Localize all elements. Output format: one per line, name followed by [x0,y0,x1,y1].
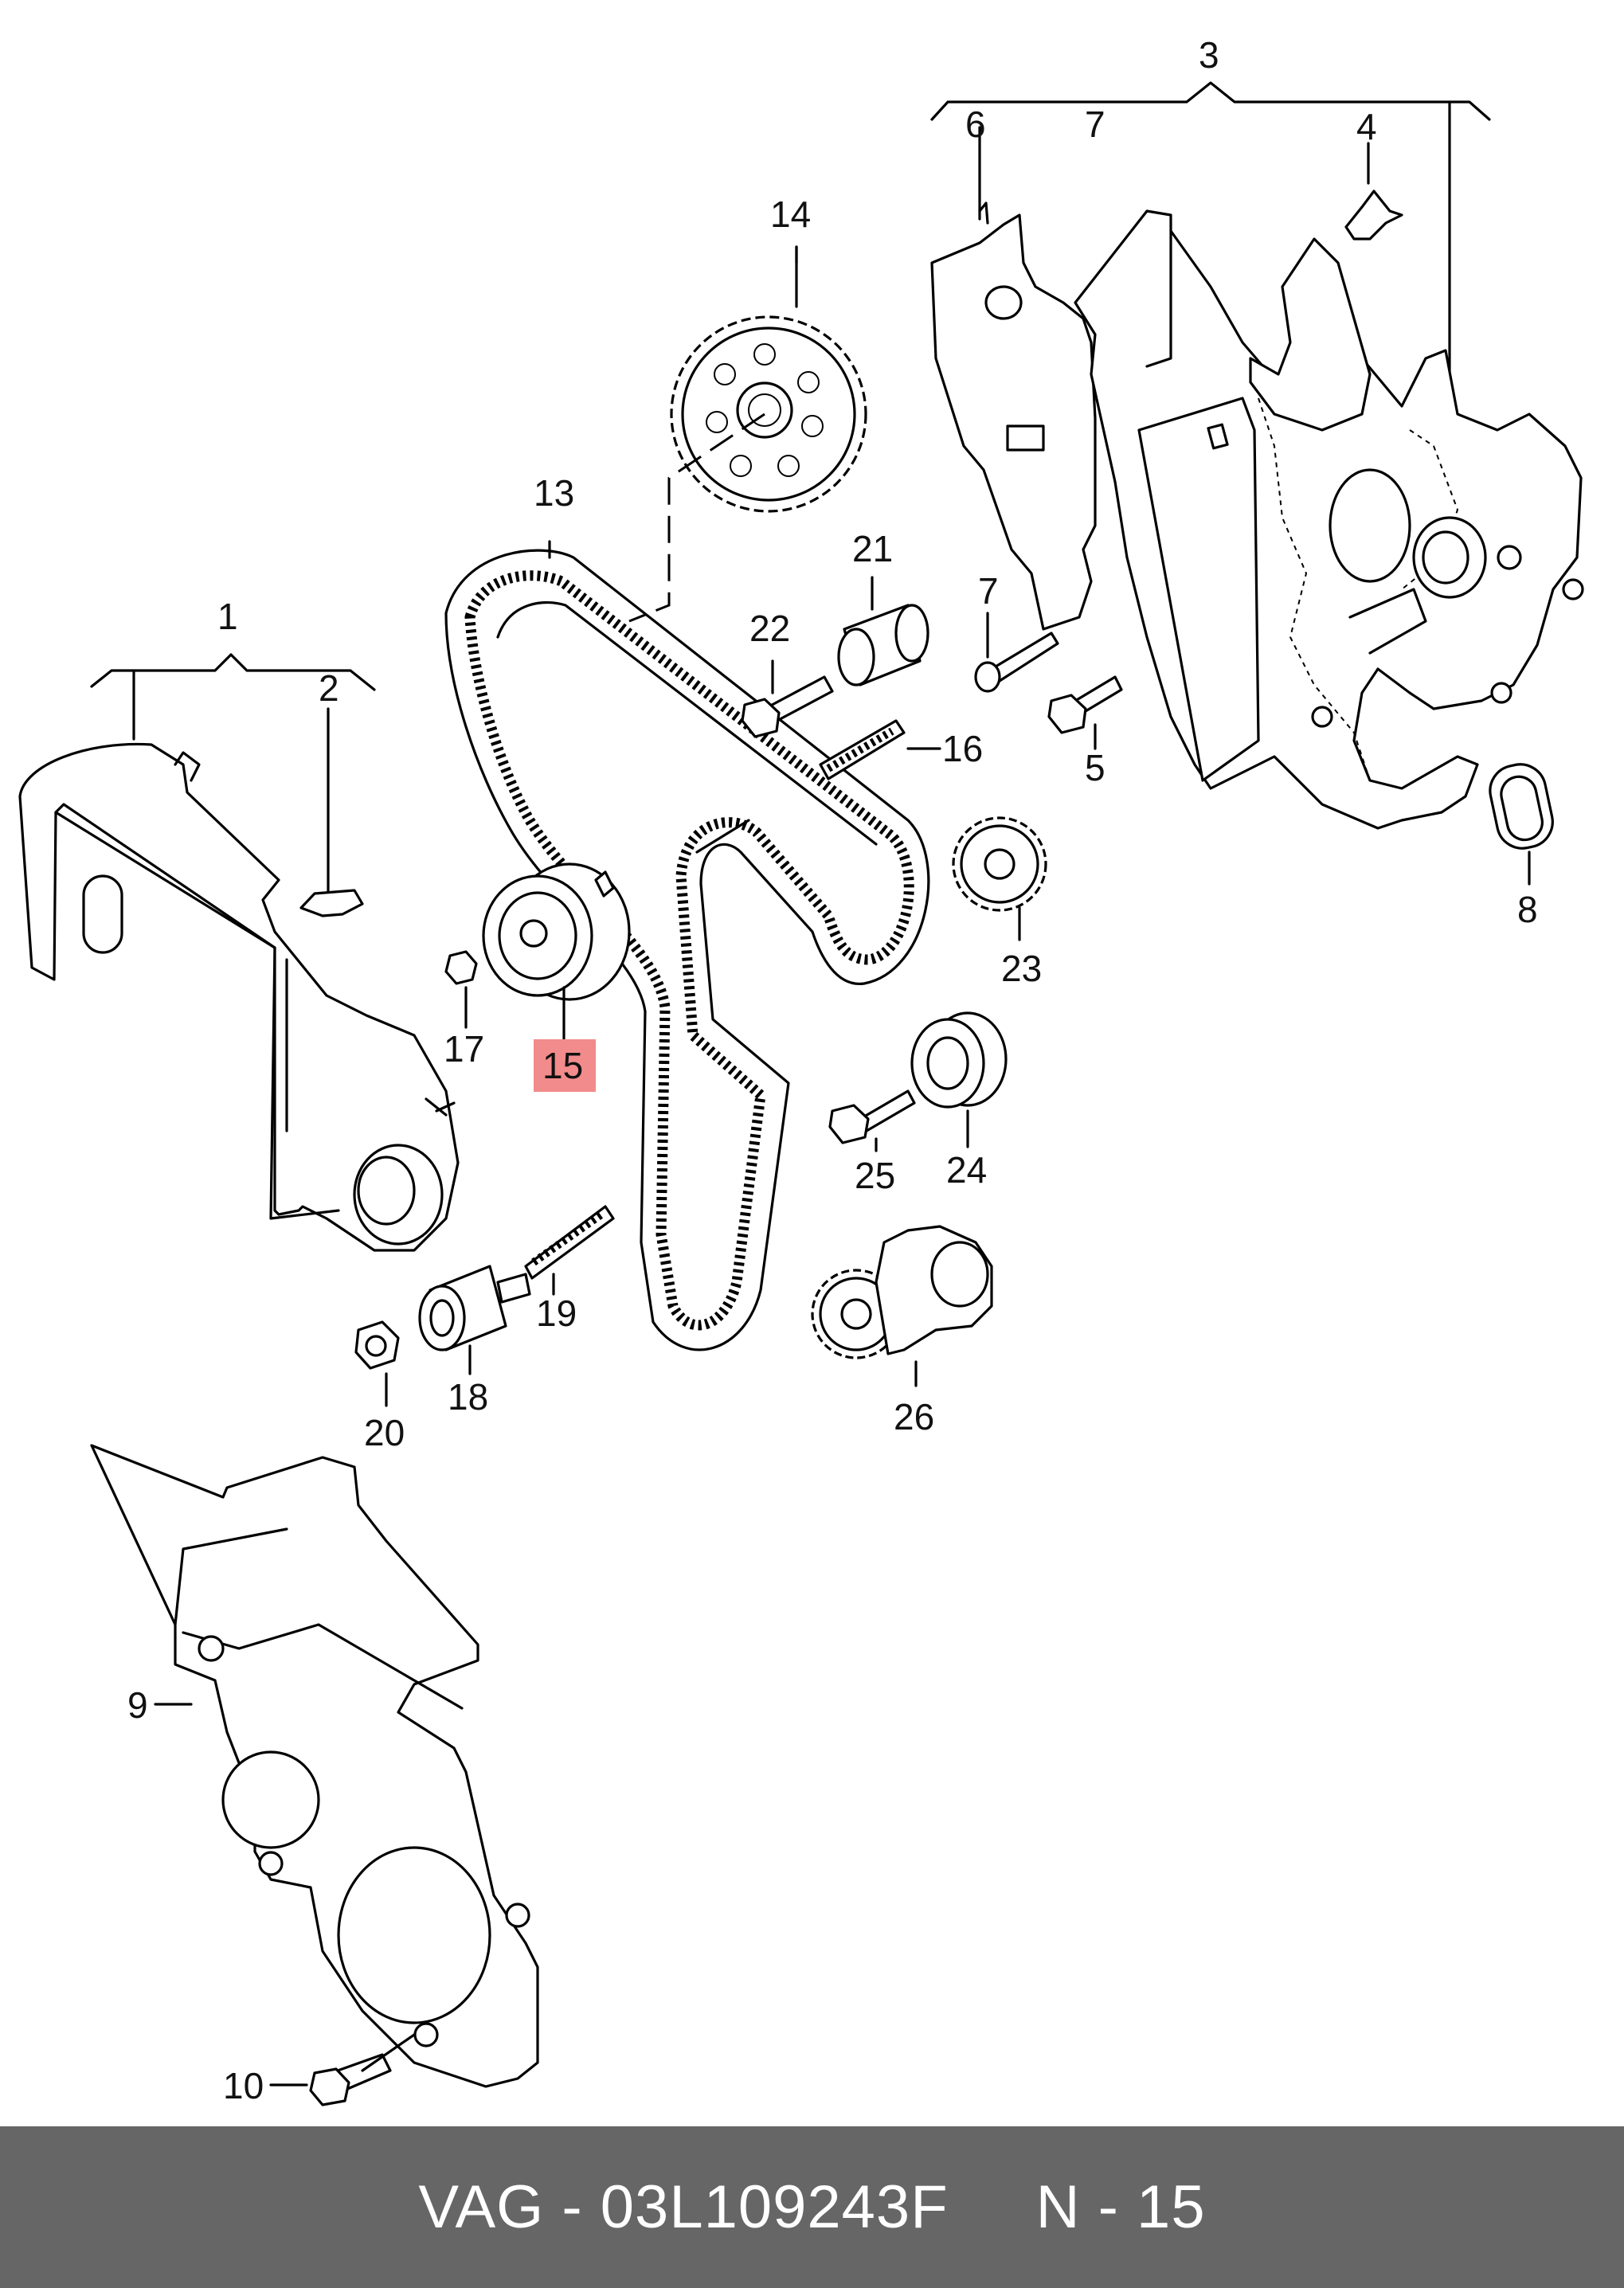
bracket-group-1 [90,653,376,691]
bolt-part-5 [1047,675,1123,750]
part-number: VAG - 03L109243F [418,2173,949,2241]
stud-part-19 [524,1205,615,1296]
callout-20: 20 [364,1412,405,1453]
callout-5: 5 [1085,747,1105,788]
idler-roller-part-24 [910,1011,1008,1148]
callout-22: 22 [749,608,790,649]
callout-6: 6 [965,104,986,145]
clip-part-2 [299,889,364,917]
camshaft-sprocket [628,245,867,623]
callout-16: 16 [942,728,983,769]
callout-18: 18 [448,1376,488,1418]
stud-part-16 [819,719,941,780]
screw-part-7 [974,612,1059,693]
plug-part-8 [1489,763,1554,886]
bolt-part-10 [269,2033,416,2106]
water-pump [811,1225,993,1387]
sleeve-part-21 [837,576,929,686]
rear-cover-panel [930,126,1097,631]
highlight-box-15 [534,1039,596,1092]
sleeve-part-18 [418,1265,531,1375]
gear-part-23 [952,816,1047,941]
callout-7a: 7 [1085,104,1105,145]
bolt-part-25 [828,1089,916,1152]
callout-10: 10 [223,2065,264,2106]
callout-8: 8 [1517,889,1538,930]
exploded-parts-diagram: 1 2 3 4 5 6 7 7 8 9 10 13 14 15 16 17 18… [18,34,1584,2106]
bolt-part-22 [741,659,834,738]
callout-21: 21 [852,528,893,569]
main-cover-assembly [1074,209,1584,830]
tensioner-roller [482,862,631,1041]
upper-timing-cover [18,742,460,1252]
callout-15: 15 [542,1045,583,1086]
callout-17: 17 [444,1028,484,1070]
callout-25: 25 [855,1155,895,1196]
page-reference: N - 15 [1035,2173,1206,2241]
callout-3: 3 [1199,34,1219,76]
callout-26: 26 [894,1396,934,1437]
callout-9: 9 [127,1684,148,1726]
callout-19: 19 [536,1293,577,1334]
part-number-footer: VAG - 03L109243F N - 15 [0,2126,1624,2288]
timing-belt [444,549,930,1351]
nut-part-20 [354,1320,400,1407]
callout-13: 13 [534,472,574,514]
callout-2: 2 [319,667,339,709]
lower-timing-cover [90,1444,539,2088]
nut-part-17 [444,950,478,1029]
callout-4: 4 [1356,106,1377,147]
callout-23: 23 [1001,948,1042,989]
clip-part-4 [1344,142,1403,241]
callout-24: 24 [946,1149,987,1191]
callout-1: 1 [217,596,238,637]
callout-7b: 7 [978,570,999,612]
callout-14: 14 [770,194,811,235]
bracket-group-3 [930,81,1491,121]
